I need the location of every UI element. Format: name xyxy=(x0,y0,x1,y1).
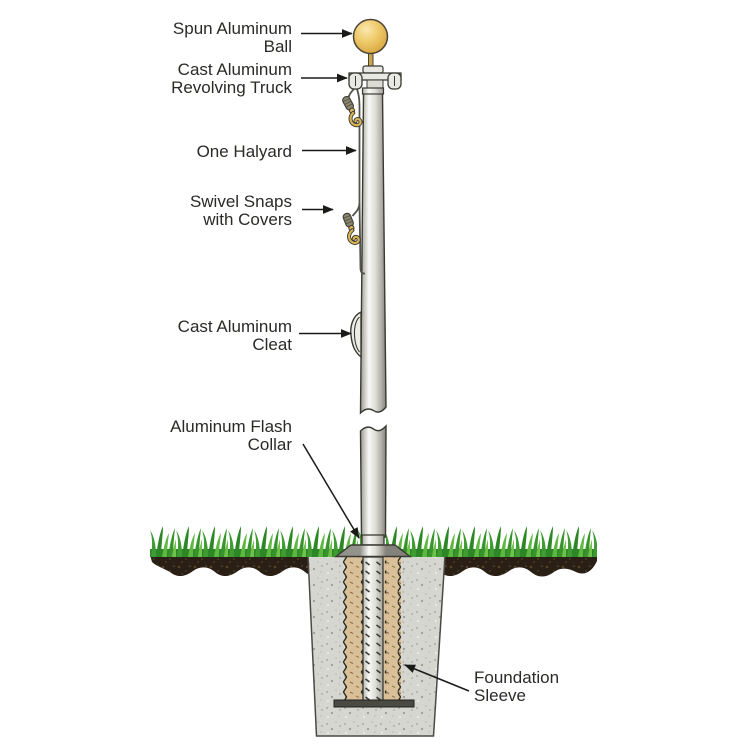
flagpole-lower-section xyxy=(359,424,387,538)
label-line: Revolving Truck xyxy=(171,77,292,97)
label-line: Aluminum Flash xyxy=(170,417,292,436)
label-spun-aluminum-ball: Spun Aluminum Ball xyxy=(173,20,292,55)
leader-arrows xyxy=(299,29,470,692)
label-line: Swivel Snaps xyxy=(189,192,292,211)
label-line: with Covers xyxy=(203,209,292,229)
flash-collar xyxy=(333,534,413,558)
label-line: Ball xyxy=(263,36,292,56)
leader-arrow-sleeve xyxy=(404,664,470,692)
leader-arrow-collar xyxy=(302,443,360,539)
label-line: One Halyard xyxy=(196,142,292,161)
label-swivel-snaps: Swivel Snaps with Covers xyxy=(190,193,292,228)
label-foundation-sleeve: Foundation Sleeve xyxy=(474,669,559,704)
flagpole-buried-section xyxy=(362,556,384,702)
label-line: Cast Aluminum xyxy=(177,317,292,336)
label-one-halyard: One Halyard xyxy=(197,143,292,161)
label-line: Cast Aluminum xyxy=(177,60,292,79)
label-line: Cleat xyxy=(252,334,292,354)
label-line: Spun Aluminum xyxy=(172,19,292,38)
gold-ball-finial xyxy=(352,18,389,55)
label-line: Collar xyxy=(247,434,292,454)
revolving-truck xyxy=(348,51,402,95)
cleat xyxy=(350,310,362,359)
swivel-snap-lower xyxy=(338,210,363,247)
label-line: Sleeve xyxy=(474,685,526,705)
label-line: Foundation xyxy=(474,668,560,687)
label-revolving-truck: Cast Aluminum Revolving Truck xyxy=(171,61,292,96)
flagpole-upper-section xyxy=(359,92,387,415)
label-flash-collar: Aluminum Flash Collar xyxy=(170,418,292,453)
label-cleat: Cast Aluminum Cleat xyxy=(178,318,292,353)
base-plate xyxy=(333,699,415,708)
